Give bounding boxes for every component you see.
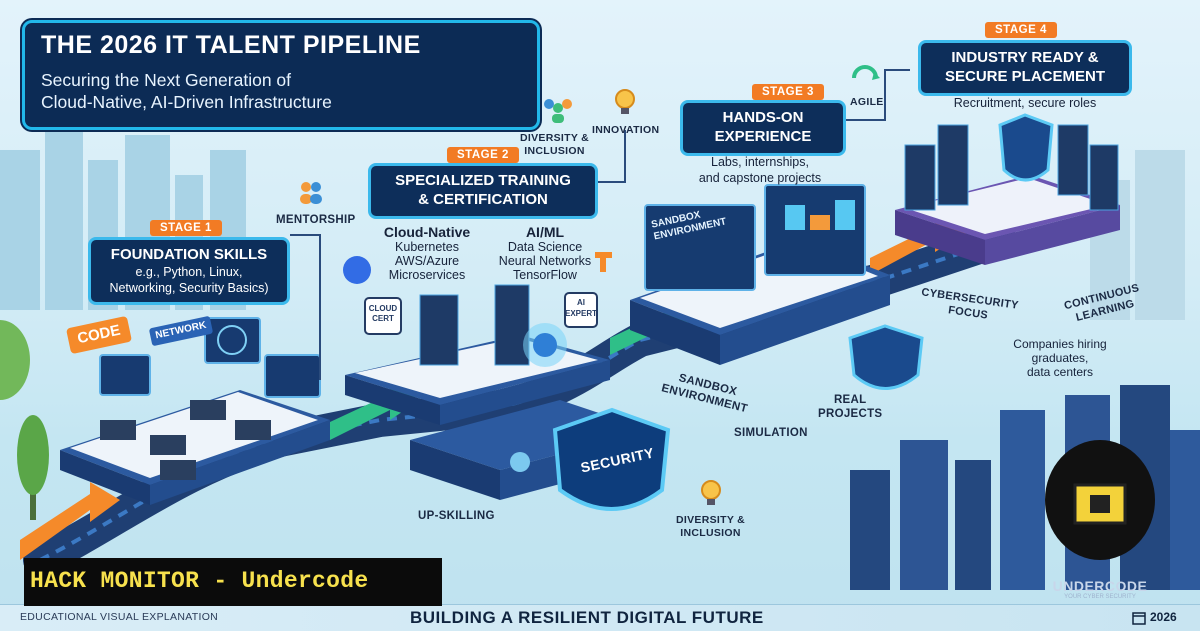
cloud-item-1: Kubernetes xyxy=(395,240,459,254)
stage-1-tag: STAGE 1 xyxy=(150,220,222,236)
lightbulb-icon xyxy=(612,88,638,123)
ai-ml-title: AI/ML xyxy=(525,224,565,240)
diversity-top-line-1: DIVERSITY & xyxy=(520,132,590,144)
diversity-icon-top xyxy=(540,96,576,129)
calendar-icon xyxy=(1132,611,1146,630)
undercode-mascot xyxy=(1045,440,1155,560)
globe-icon xyxy=(217,325,247,355)
companies-label: Companies hiring graduates, data centers xyxy=(985,337,1135,379)
hack-monitor-banner: HACK MONITOR - Undercode xyxy=(24,558,442,606)
stage-4-title-1: INDUSTRY READY & xyxy=(951,49,1099,66)
diversity-bottom-line-1: DIVERSITY & xyxy=(676,514,746,526)
ai-expert-line-1: AI xyxy=(577,298,585,307)
stage-2-box: SPECIALIZED TRAINING & CERTIFICATION xyxy=(368,163,598,219)
stage-3-tag: STAGE 3 xyxy=(752,84,824,100)
stage-4-box: INDUSTRY READY & SECURE PLACEMENT xyxy=(918,40,1132,96)
cloud-native-block: Cloud-Native Kubernetes AWS/Azure Micros… xyxy=(372,224,482,282)
stage-3-box: HANDS-ON EXPERIENCE xyxy=(680,100,846,156)
ai-ml-block: AI/ML Data Science Neural Networks Tenso… xyxy=(490,224,600,282)
code-screen xyxy=(99,354,151,396)
stage-1-desc-1: e.g., Python, Linux, xyxy=(135,265,243,279)
diversity-icon-bottom xyxy=(696,478,726,513)
cloud-item-3: Microservices xyxy=(388,268,466,282)
undercode-logo: UNDERCODE xyxy=(1052,578,1148,594)
real-line-2: PROJECTS xyxy=(818,408,883,420)
diversity-bottom-line-2: INCLUSION xyxy=(680,527,741,539)
diversity-top-line-2: INCLUSION xyxy=(524,145,585,157)
mentorship-label: MENTORSHIP xyxy=(276,214,356,226)
stage-4-tag: STAGE 4 xyxy=(985,22,1057,38)
footer-year: 2026 xyxy=(1150,610,1177,624)
stage-3-shield xyxy=(848,324,924,390)
stage-2-tag: STAGE 2 xyxy=(447,147,519,163)
footer-left-text: EDUCATIONAL VISUAL EXPLANATION xyxy=(20,611,219,623)
agile-icon xyxy=(848,60,882,95)
banner-text: HACK MONITOR - Undercode xyxy=(30,568,369,594)
cloud-cert-line-2: CERT xyxy=(372,314,394,323)
title-panel: THE 2026 IT TALENT PIPELINE Securing the… xyxy=(22,20,540,130)
ai-item-3: TensorFlow xyxy=(513,268,577,282)
diversity-label-bottom: DIVERSITY & INCLUSION xyxy=(676,514,745,540)
tensorflow-icon xyxy=(595,252,612,272)
footer-bar: EDUCATIONAL VISUAL EXPLANATION BUILDING … xyxy=(0,604,1200,631)
mentorship-icon xyxy=(296,178,326,213)
stage-4-title-2: SECURE PLACEMENT xyxy=(944,68,1105,85)
stage-4-desc: Recruitment, secure roles xyxy=(953,96,1097,110)
server-racks-stage-2 xyxy=(419,284,567,367)
server-racks-stage-4 xyxy=(904,124,1119,211)
arrow-orange-1 xyxy=(20,482,120,560)
agile-label: AGILE xyxy=(850,96,884,108)
platform-stage-1 xyxy=(60,390,330,505)
cloud-cert-sign xyxy=(364,297,402,335)
simulation-label: SIMULATION xyxy=(734,427,808,439)
ai-expert-sign xyxy=(564,292,598,328)
ai-expert-line-2: EXPERT xyxy=(565,309,598,318)
cloud-native-title: Cloud-Native xyxy=(383,224,471,240)
stage-1-desc-2: Networking, Security Basics) xyxy=(109,281,269,295)
footer-center-text: BUILDING A RESILIENT DIGITAL FUTURE xyxy=(410,608,764,627)
stage-1-title: FOUNDATION SKILLS xyxy=(110,246,268,263)
companies-line-3: data centers xyxy=(1026,365,1094,379)
desks-stage-1 xyxy=(100,400,271,480)
tree xyxy=(0,320,49,520)
ai-expert-text: AI EXPERT xyxy=(565,297,597,319)
cloud-cert-line-1: CLOUD xyxy=(368,304,398,313)
companies-line-2: graduates, xyxy=(1031,351,1089,365)
stage-3-desc-2: and capstone projects xyxy=(698,171,822,185)
cloud-screen xyxy=(264,354,321,398)
globe-screen xyxy=(204,317,261,364)
companies-line-1: Companies hiring xyxy=(1013,337,1107,351)
stage-3-title-2: EXPERIENCE xyxy=(714,128,812,145)
stage-3-desc: Labs, internships, and capstone projects xyxy=(670,154,850,186)
ai-item-1: Data Science xyxy=(507,240,583,254)
page-title: THE 2026 IT TALENT PIPELINE xyxy=(41,31,421,59)
subtitle-line-1: Securing the Next Generation of xyxy=(41,70,292,90)
ai-item-2: Neural Networks xyxy=(498,254,592,268)
cloud-cert-text: CLOUD CERT xyxy=(365,304,401,324)
stage-3-screens xyxy=(644,184,866,291)
innovation-label: INNOVATION xyxy=(592,124,660,136)
stage-2-title-2: & CERTIFICATION xyxy=(418,191,548,208)
page-subtitle: Securing the Next Generation of Cloud-Na… xyxy=(41,69,521,113)
undercode-tagline: YOUR CYBER SECURITY xyxy=(1064,594,1136,600)
pipeline-glow xyxy=(39,238,1001,562)
stage-4-shield xyxy=(998,113,1054,182)
diversity-label-top: DIVERSITY & INCLUSION xyxy=(520,132,589,158)
kubernetes-icon xyxy=(343,256,371,284)
city-right xyxy=(850,385,1200,590)
stage-2-title-1: SPECIALIZED TRAINING xyxy=(395,172,571,189)
real-projects-label: REAL PROJECTS xyxy=(818,393,882,421)
stage-3-desc-1: Labs, internships, xyxy=(711,155,809,169)
stage-3-title-1: HANDS-ON xyxy=(722,109,804,126)
upskilling-label: UP-SKILLING xyxy=(418,510,495,522)
stage-1-box: FOUNDATION SKILLS e.g., Python, Linux, N… xyxy=(88,237,290,305)
subtitle-line-2: Cloud-Native, AI-Driven Infrastructure xyxy=(41,92,332,112)
cloud-item-2: AWS/Azure xyxy=(394,254,460,268)
connector-lines xyxy=(290,69,910,380)
security-shield xyxy=(552,407,671,511)
real-line-1: REAL xyxy=(833,394,867,406)
